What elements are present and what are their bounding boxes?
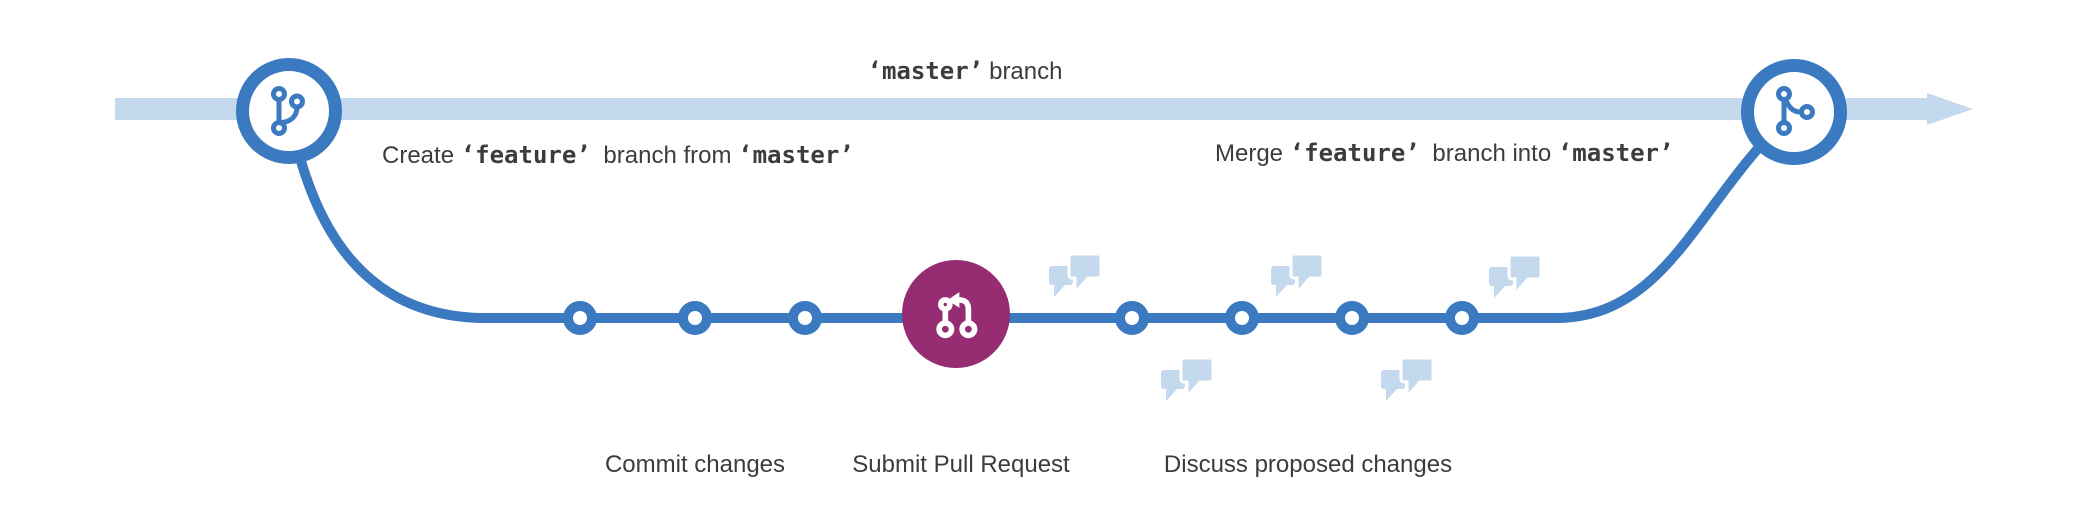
master-code-text: ‘master’ [867,57,984,85]
arrow-right-icon [1927,93,1973,125]
master-code-text: ‘master’ [738,141,854,169]
git-branch-icon [271,86,305,136]
master-branch-text: branch [989,58,1063,85]
chat-bubbles-icon [1049,252,1103,298]
branch-point-node [236,58,342,164]
pull-request-node [902,260,1010,368]
commit-node [1335,301,1369,335]
master-branch-label: ‘master’branch [765,57,1165,86]
commit-node [1225,301,1259,335]
commit-node [788,301,822,335]
feature-code-text: ‘feature’ [460,141,591,169]
discuss-proposed-changes-label: Discuss proposed changes [1163,451,1453,478]
commit-node [1445,301,1479,335]
git-pull-request-icon [936,292,978,339]
create-branch-label: Create ‘feature’ branch from ‘master’ [382,141,854,169]
feature-code-text: ‘feature’ [1289,139,1420,167]
chat-bubbles-icon [1489,253,1543,299]
commit-node [563,301,597,335]
chat-bubbles-icon [1271,252,1325,298]
commit-changes-label: Commit changes [604,451,786,478]
commit-node [1115,301,1149,335]
commit-node [678,301,712,335]
merge-branch-label: Merge ‘feature’ branch into ‘master’ [1215,139,1674,167]
submit-pull-request-label: Submit Pull Request [852,451,1070,478]
master-branch-line [115,98,1928,120]
chat-bubbles-icon [1381,356,1435,402]
master-code-text: ‘master’ [1557,139,1674,167]
chat-bubbles-icon [1161,356,1215,402]
merge-point-node [1741,59,1847,165]
feature-branch-path [284,107,1799,323]
git-merge-icon [1776,86,1815,136]
